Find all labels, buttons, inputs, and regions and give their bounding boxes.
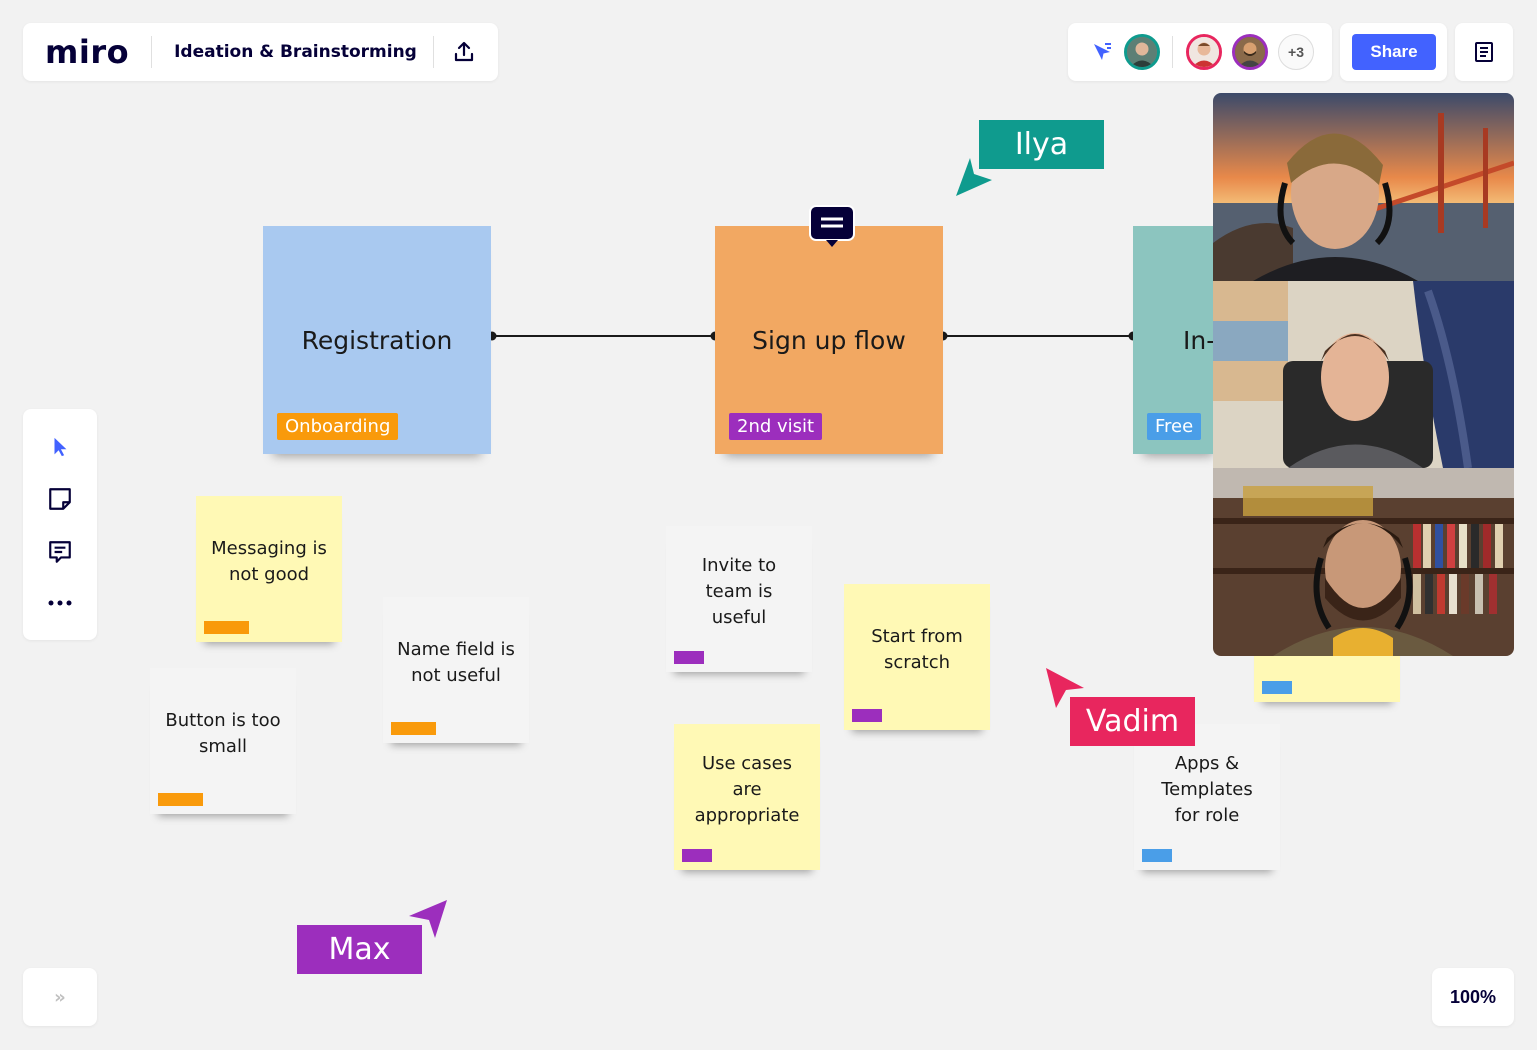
share-panel: Share	[1340, 23, 1447, 81]
board-title[interactable]: Ideation & Brainstorming	[174, 42, 417, 62]
sticky-text: Messaging is not good	[211, 538, 327, 585]
more-collaborators-badge[interactable]: +3	[1278, 34, 1314, 70]
sticky-title: Sign up flow	[752, 326, 906, 355]
sticky-text: Apps & Templates for role	[1161, 753, 1253, 826]
comment-marker[interactable]	[809, 205, 855, 247]
notes-icon	[1475, 42, 1493, 62]
follow-cursor-button[interactable]	[1090, 40, 1116, 66]
video-tile-ilya[interactable]	[1213, 93, 1514, 281]
more-tools-button[interactable]	[40, 583, 80, 623]
tag-free[interactable]: Free	[1147, 413, 1202, 440]
sticky-title: In-	[1183, 326, 1216, 355]
sticky-button-too-small[interactable]: Button is too small	[150, 668, 296, 814]
sticky-tag-bar	[1142, 849, 1172, 862]
sticky-tag-bar	[682, 849, 712, 862]
comment-tool[interactable]	[40, 532, 80, 572]
sticky-registration[interactable]: Registration Onboarding	[263, 226, 491, 454]
select-tool[interactable]	[40, 427, 80, 467]
sticky-tag-bar	[674, 651, 704, 664]
cursor-arrow-icon	[54, 437, 67, 457]
sticky-in-partial[interactable]: In- Free	[1133, 226, 1223, 454]
share-button[interactable]: Share	[1352, 34, 1436, 70]
cursor-arrow-icon	[409, 900, 447, 938]
cursor-label-max: Max	[297, 925, 422, 974]
sticky-name-field-not-useful[interactable]: Name field is not useful	[383, 597, 529, 743]
video-tile-max[interactable]	[1213, 468, 1514, 656]
sticky-text: Button is too small	[165, 710, 281, 757]
cursor-arrow-icon	[1046, 668, 1084, 708]
expand-chevrons-icon: »	[54, 986, 66, 1008]
sticky-tag-bar	[204, 621, 249, 634]
more-collaborators-count: +3	[1288, 44, 1304, 60]
upload-icon	[454, 41, 473, 62]
sticky-tag-bar	[158, 793, 203, 806]
miro-logo[interactable]: miro	[45, 33, 130, 71]
video-feed	[1213, 93, 1514, 281]
avatar-max[interactable]	[1232, 34, 1268, 70]
notes-button[interactable]	[1455, 23, 1513, 81]
tag-2nd-visit[interactable]: 2nd visit	[729, 413, 823, 440]
video-tile-vadim[interactable]	[1213, 281, 1514, 468]
sticky-sign-up-flow[interactable]: Sign up flow 2nd visit	[715, 226, 943, 454]
sticky-messaging-not-good[interactable]: Messaging is not good	[196, 496, 342, 642]
zoom-level[interactable]: 100%	[1432, 968, 1514, 1026]
cursor-label-vadim: Vadim	[1070, 697, 1195, 746]
upload-button[interactable]	[444, 32, 484, 72]
video-feed	[1213, 281, 1514, 468]
sticky-start-from-scratch[interactable]: Start from scratch	[844, 584, 990, 730]
sticky-text: Invite to team is useful	[701, 555, 777, 628]
avatar-ilya[interactable]	[1124, 34, 1160, 70]
comment-bubble-icon	[809, 205, 855, 247]
header-divider	[432, 36, 434, 68]
cursor-label-ilya: Ilya	[979, 120, 1104, 169]
sticky-tag-bar	[852, 709, 882, 722]
sticky-text: Use cases are appropriate	[694, 753, 800, 826]
sticky-note-icon	[49, 488, 71, 510]
avatar-vadim[interactable]	[1186, 34, 1222, 70]
board-header-panel: miro Ideation & Brainstorming	[23, 23, 498, 81]
sticky-use-cases-appropriate[interactable]: Use cases are appropriate	[674, 724, 820, 870]
zoom-value: 100%	[1449, 986, 1497, 1007]
sticky-text: Name field is not useful	[397, 639, 515, 686]
follow-cursor-icon	[1094, 43, 1111, 60]
left-toolbar	[23, 409, 97, 640]
video-feed	[1213, 468, 1514, 656]
sticky-note-tool[interactable]	[40, 479, 80, 519]
tag-onboarding[interactable]: Onboarding	[277, 413, 399, 440]
avatar-divider	[1172, 36, 1173, 68]
sticky-tag-bar	[391, 722, 436, 735]
more-dots-icon	[48, 600, 72, 606]
cursor-arrow-icon	[956, 158, 992, 196]
sticky-invite-to-team[interactable]: Invite to team is useful	[666, 526, 812, 672]
sticky-tag-bar	[1262, 681, 1292, 694]
sticky-text: Start from scratch	[871, 626, 963, 673]
expand-panel-button[interactable]: »	[23, 968, 97, 1026]
collaborators-panel: +3	[1068, 23, 1332, 81]
comment-icon	[49, 541, 71, 563]
sticky-apps-templates-for-role[interactable]: Apps & Templates for role	[1134, 724, 1280, 870]
sticky-title: Registration	[301, 326, 453, 355]
header-divider	[151, 36, 153, 68]
